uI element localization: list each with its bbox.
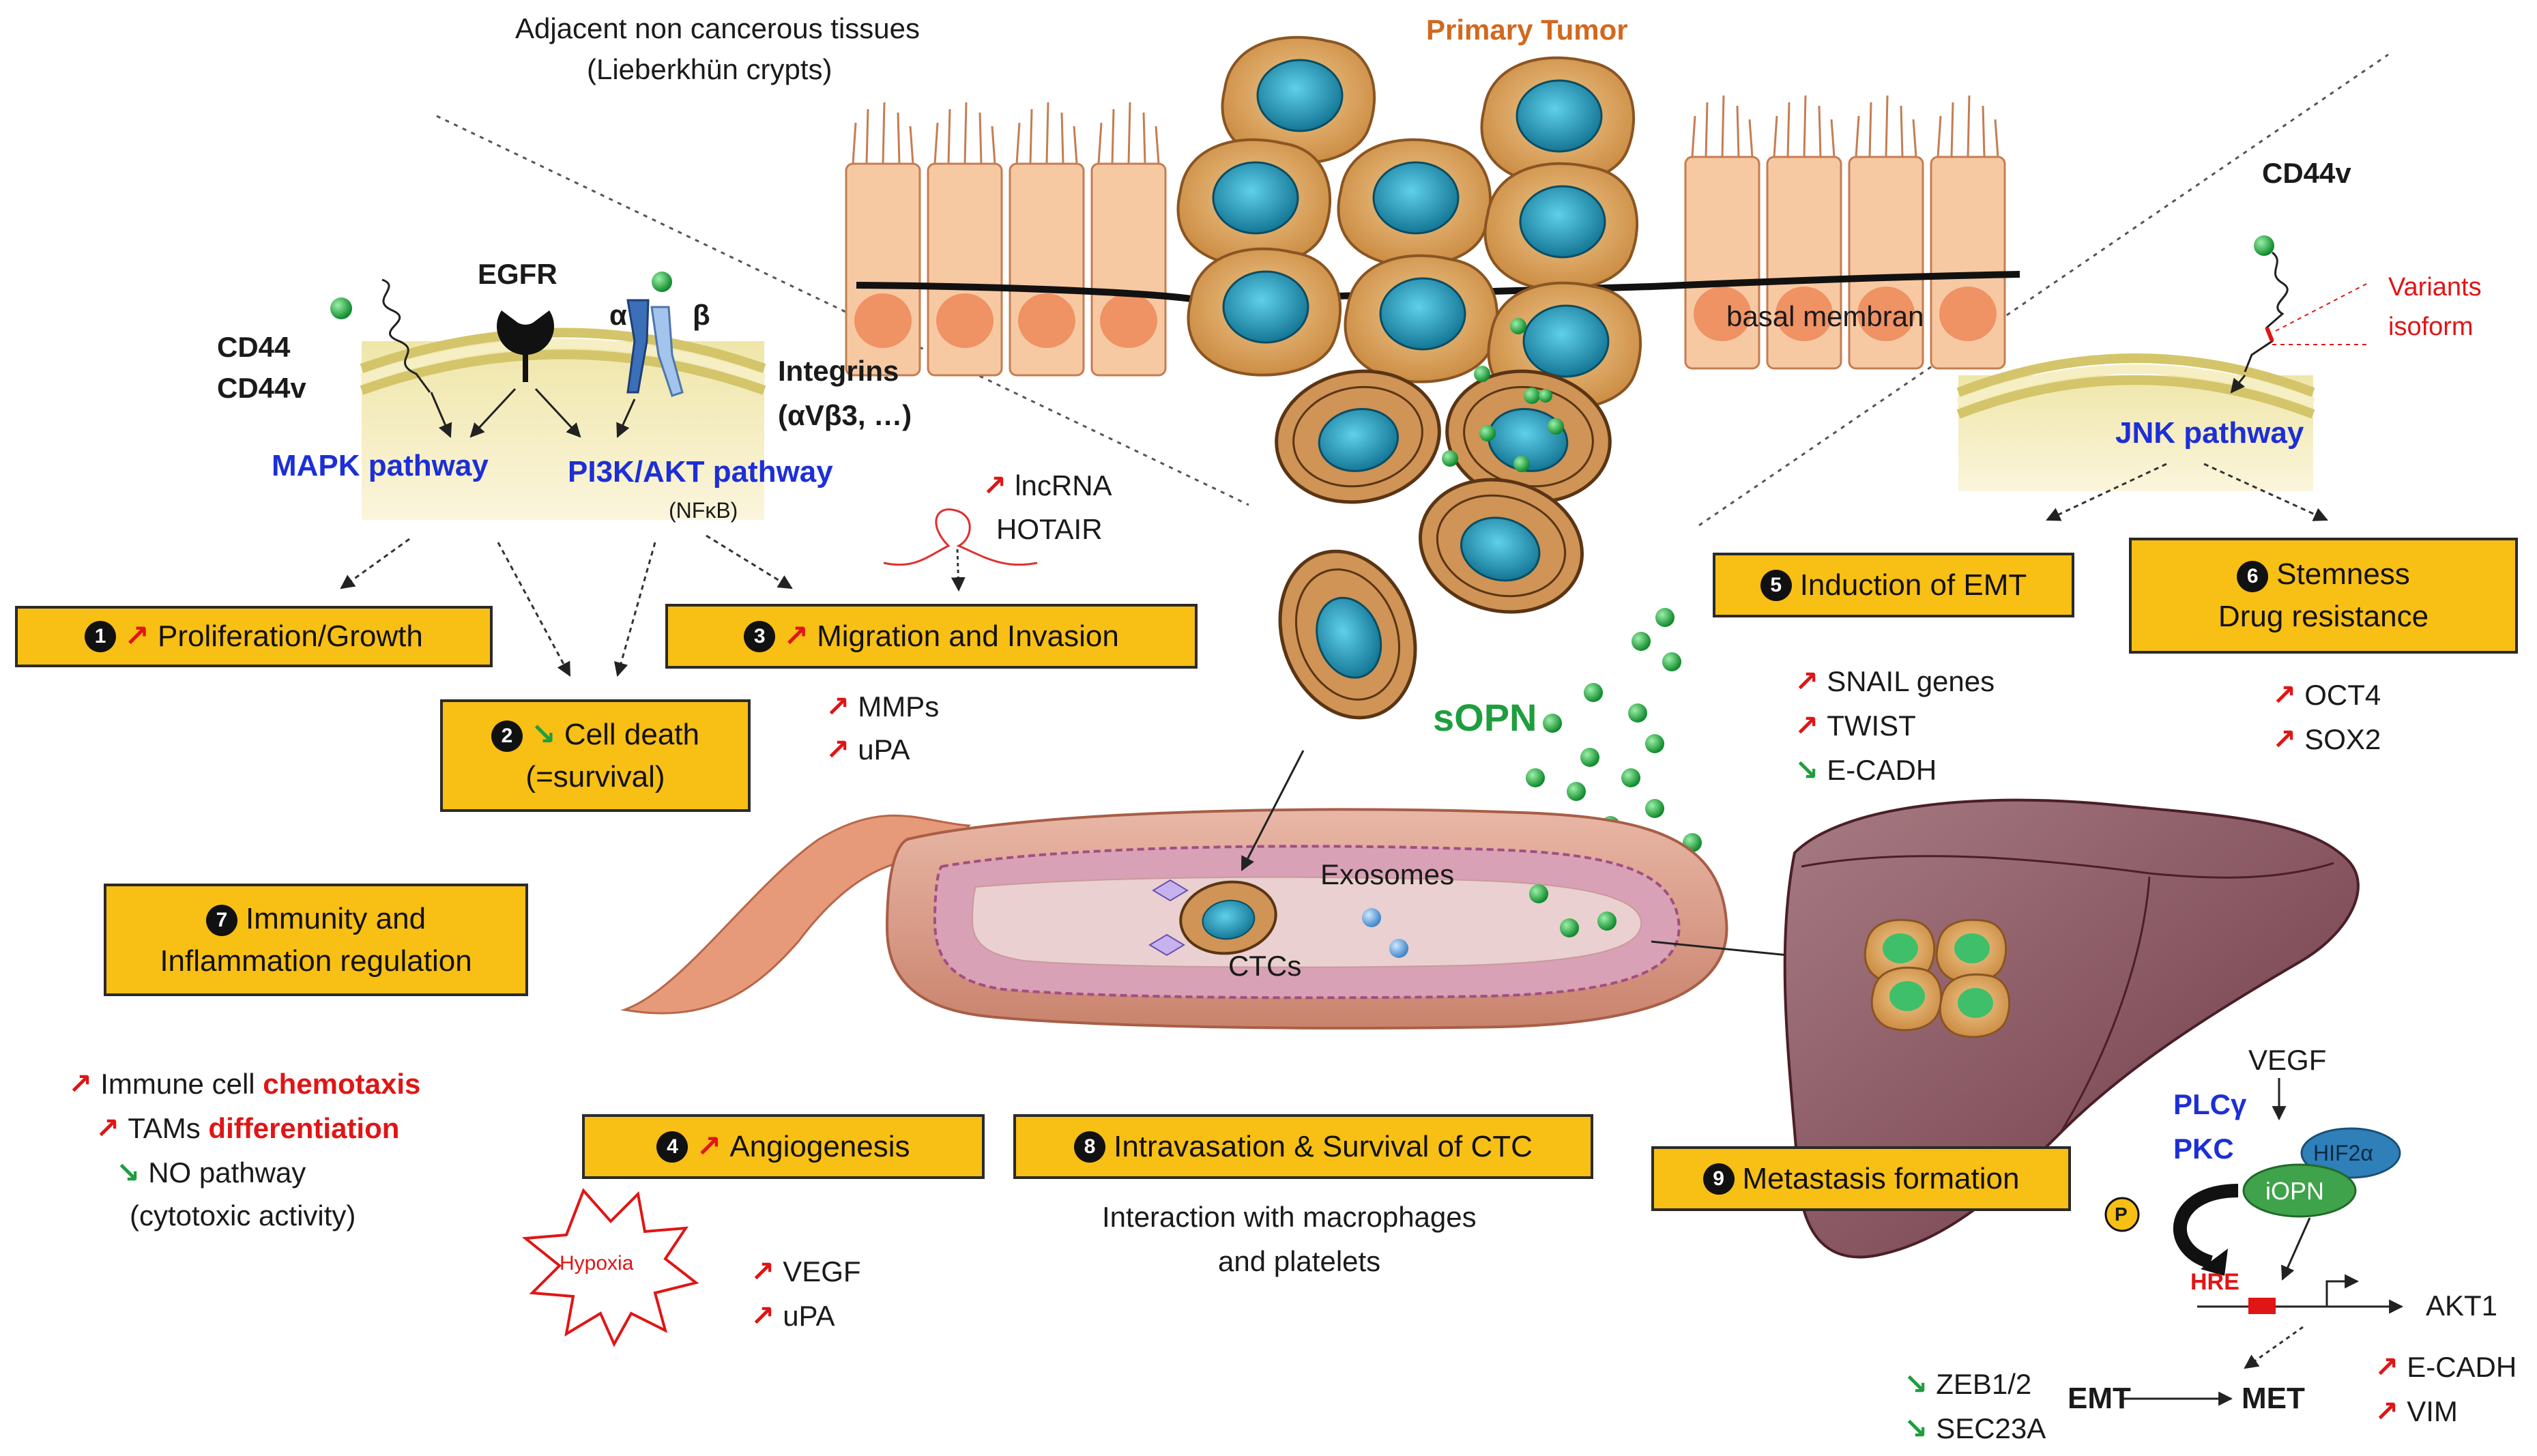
akt1-label: AKT1 bbox=[2426, 1290, 2498, 1322]
cd44-label: CD44 bbox=[217, 331, 291, 363]
marker-ecadh-met: E-CADH bbox=[2375, 1351, 2517, 1384]
liver-organ bbox=[1783, 798, 2360, 1259]
basal-membrane-line bbox=[856, 271, 2020, 304]
marker-ecadh-emt: E-CADH bbox=[1795, 754, 1937, 787]
cd44v-right-label: CD44v bbox=[2262, 157, 2351, 189]
crypts-label: (Lieberkhün crypts) bbox=[587, 53, 832, 85]
box-cell-death: 2Cell death (=survival) bbox=[440, 699, 751, 812]
variants-label: Variants bbox=[2388, 273, 2482, 302]
hypoxia-label: Hypoxia bbox=[560, 1252, 634, 1275]
sopn-label: sOPN bbox=[1433, 696, 1537, 739]
blood-vessel bbox=[620, 808, 1728, 1030]
crypt-cells-right bbox=[1684, 95, 2006, 370]
integrins-label: Integrins bbox=[778, 355, 899, 387]
met-label: MET bbox=[2242, 1382, 2305, 1415]
box-migration: 3Migration and Invasion bbox=[665, 604, 1198, 669]
pi3k-akt-pathway-label: PI3K/AKT pathway bbox=[568, 455, 833, 489]
left-membrane-panel bbox=[330, 272, 766, 520]
tams-differentiation: TAMs differentiation bbox=[96, 1112, 399, 1145]
separator-left bbox=[436, 115, 1249, 506]
ctcs-label: CTCs bbox=[1228, 950, 1302, 982]
beta-label: β bbox=[693, 299, 710, 331]
cytotoxic-activity: (cytotoxic activity) bbox=[130, 1199, 356, 1232]
marker-sec23a: SEC23A bbox=[1904, 1412, 2046, 1445]
crypt-cells-left bbox=[845, 102, 1167, 377]
exosomes-label: Exosomes bbox=[1320, 858, 1455, 890]
marker-vegf-angio: VEGF bbox=[751, 1255, 861, 1288]
mapk-pathway-label: MAPK pathway bbox=[272, 449, 489, 482]
intravasation-line2: and platelets bbox=[1218, 1245, 1381, 1277]
pkc-label: PKC bbox=[2173, 1133, 2234, 1165]
marker-twist: TWIST bbox=[1795, 710, 1916, 742]
nfkb-label: (NFκB) bbox=[669, 498, 738, 523]
isoform-label: isoform bbox=[2388, 312, 2474, 341]
marker-snail: SNAIL genes bbox=[1795, 665, 1995, 698]
box-angiogenesis: 4Angiogenesis bbox=[582, 1114, 985, 1179]
marker-vim: VIM bbox=[2375, 1395, 2458, 1428]
marker-upa-angio: uPA bbox=[751, 1300, 835, 1333]
marker-upa: uPA bbox=[826, 733, 910, 766]
intravasation-line1: Interaction with macrophages bbox=[1102, 1201, 1477, 1233]
marker-zeb: ZEB1/2 bbox=[1904, 1368, 2031, 1401]
egfr-label: EGFR bbox=[478, 258, 557, 290]
vegf-liver-label: VEGF bbox=[2248, 1044, 2327, 1076]
phospho-p-label: P bbox=[2115, 1204, 2128, 1225]
marker-mmps: MMPs bbox=[826, 690, 939, 723]
iopn-signaling-panel bbox=[2104, 1078, 2404, 1406]
hif2a-label: HIF2α bbox=[2313, 1141, 2373, 1165]
immune-chemotaxis: Immune cell chemotaxis bbox=[68, 1068, 420, 1101]
cd44v-label: CD44v bbox=[217, 372, 306, 404]
emt-liver-label: EMT bbox=[2068, 1382, 2131, 1415]
hypoxia-burst bbox=[521, 1188, 699, 1348]
jnk-pathway-label: JNK pathway bbox=[2115, 416, 2304, 450]
integrins-detail-label: (αVβ3, …) bbox=[778, 399, 912, 431]
marker-sox2: SOX2 bbox=[2272, 723, 2381, 756]
iopn-label: iOPN bbox=[2265, 1177, 2325, 1205]
plcg-label: PLCγ bbox=[2173, 1088, 2247, 1120]
lncrna-hotair-icon bbox=[883, 508, 1038, 592]
primary-tumor-label: Primary Tumor bbox=[1426, 14, 1628, 46]
no-pathway: NO pathway bbox=[116, 1156, 306, 1189]
hotair-label: HOTAIR bbox=[996, 513, 1103, 545]
basal-membrane-label: basal membran bbox=[1726, 300, 1924, 332]
adjacent-tissue-label: Adjacent non cancerous tissues bbox=[515, 12, 920, 44]
box-proliferation: 1Proliferation/Growth bbox=[15, 606, 493, 667]
right-membrane-panel bbox=[1956, 235, 2368, 521]
alpha-label: α bbox=[609, 299, 627, 331]
tumor-cluster bbox=[1176, 35, 1642, 720]
lncrna-label: lncRNA bbox=[983, 469, 1112, 502]
hre-label: HRE bbox=[2190, 1269, 2239, 1295]
marker-oct4: OCT4 bbox=[2272, 679, 2381, 712]
